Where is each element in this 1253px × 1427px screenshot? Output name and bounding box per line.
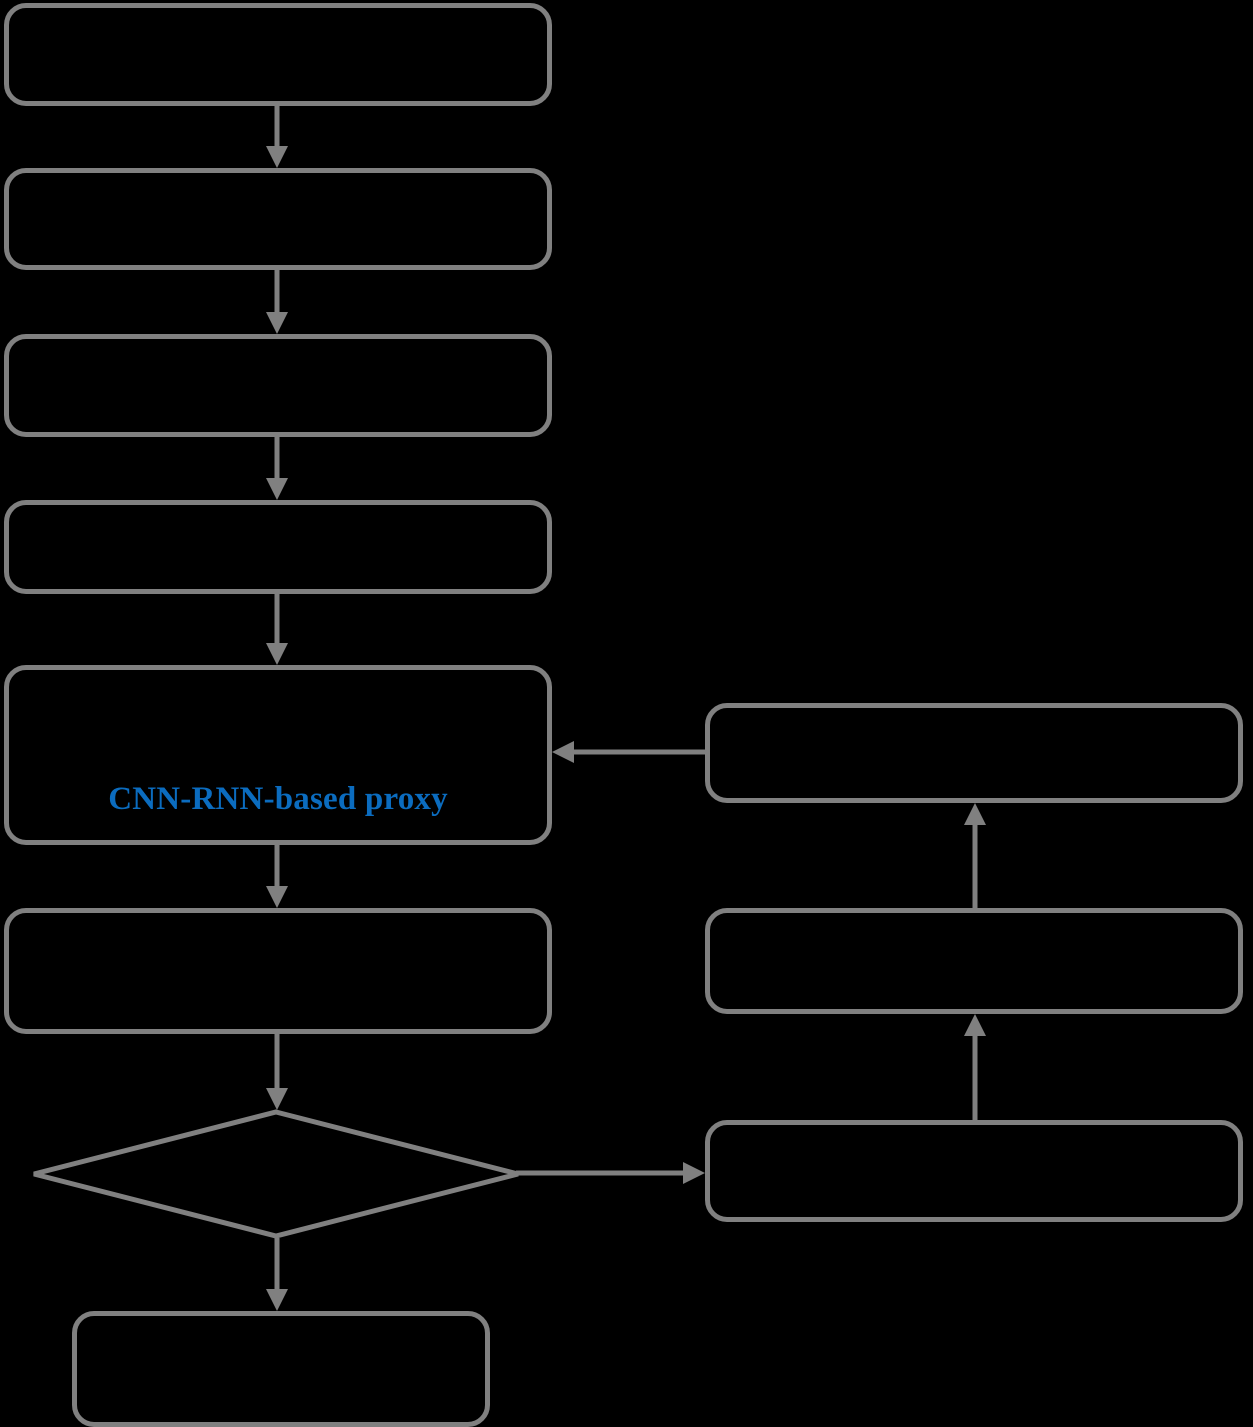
- edge-left4-proxy: [266, 594, 288, 665]
- flow-node-proxy-label: CNN-RNN-based proxy: [108, 781, 448, 817]
- flow-node-left-1[interactable]: [4, 3, 552, 106]
- flow-node-left-2[interactable]: [4, 168, 552, 270]
- flow-node-left-4[interactable]: [4, 500, 552, 594]
- edge-left6-decision: [266, 1034, 288, 1110]
- edge-left2-left3: [266, 270, 288, 334]
- edge-right2-right1: [964, 803, 986, 908]
- edge-decision-left7: [266, 1238, 288, 1311]
- flow-node-left-7[interactable]: [72, 1311, 490, 1427]
- flow-node-left-3[interactable]: [4, 334, 552, 437]
- flow-node-left-6[interactable]: [4, 908, 552, 1034]
- flow-node-decision[interactable]: [30, 1108, 522, 1240]
- flow-node-right-3[interactable]: [705, 1120, 1243, 1222]
- edge-proxy-left6: [266, 845, 288, 908]
- edge-left3-left4: [266, 437, 288, 500]
- edge-left1-left2: [266, 106, 288, 168]
- edge-right1-proxy: [552, 741, 705, 763]
- flow-node-proxy[interactable]: CNN-RNN-based proxy: [4, 665, 552, 845]
- flow-node-right-1[interactable]: [705, 703, 1243, 803]
- flow-node-right-2[interactable]: [705, 908, 1243, 1014]
- edge-right3-right2: [964, 1014, 986, 1120]
- edge-decision-right3: [516, 1162, 705, 1184]
- decision-diamond-shape: [33, 1109, 519, 1239]
